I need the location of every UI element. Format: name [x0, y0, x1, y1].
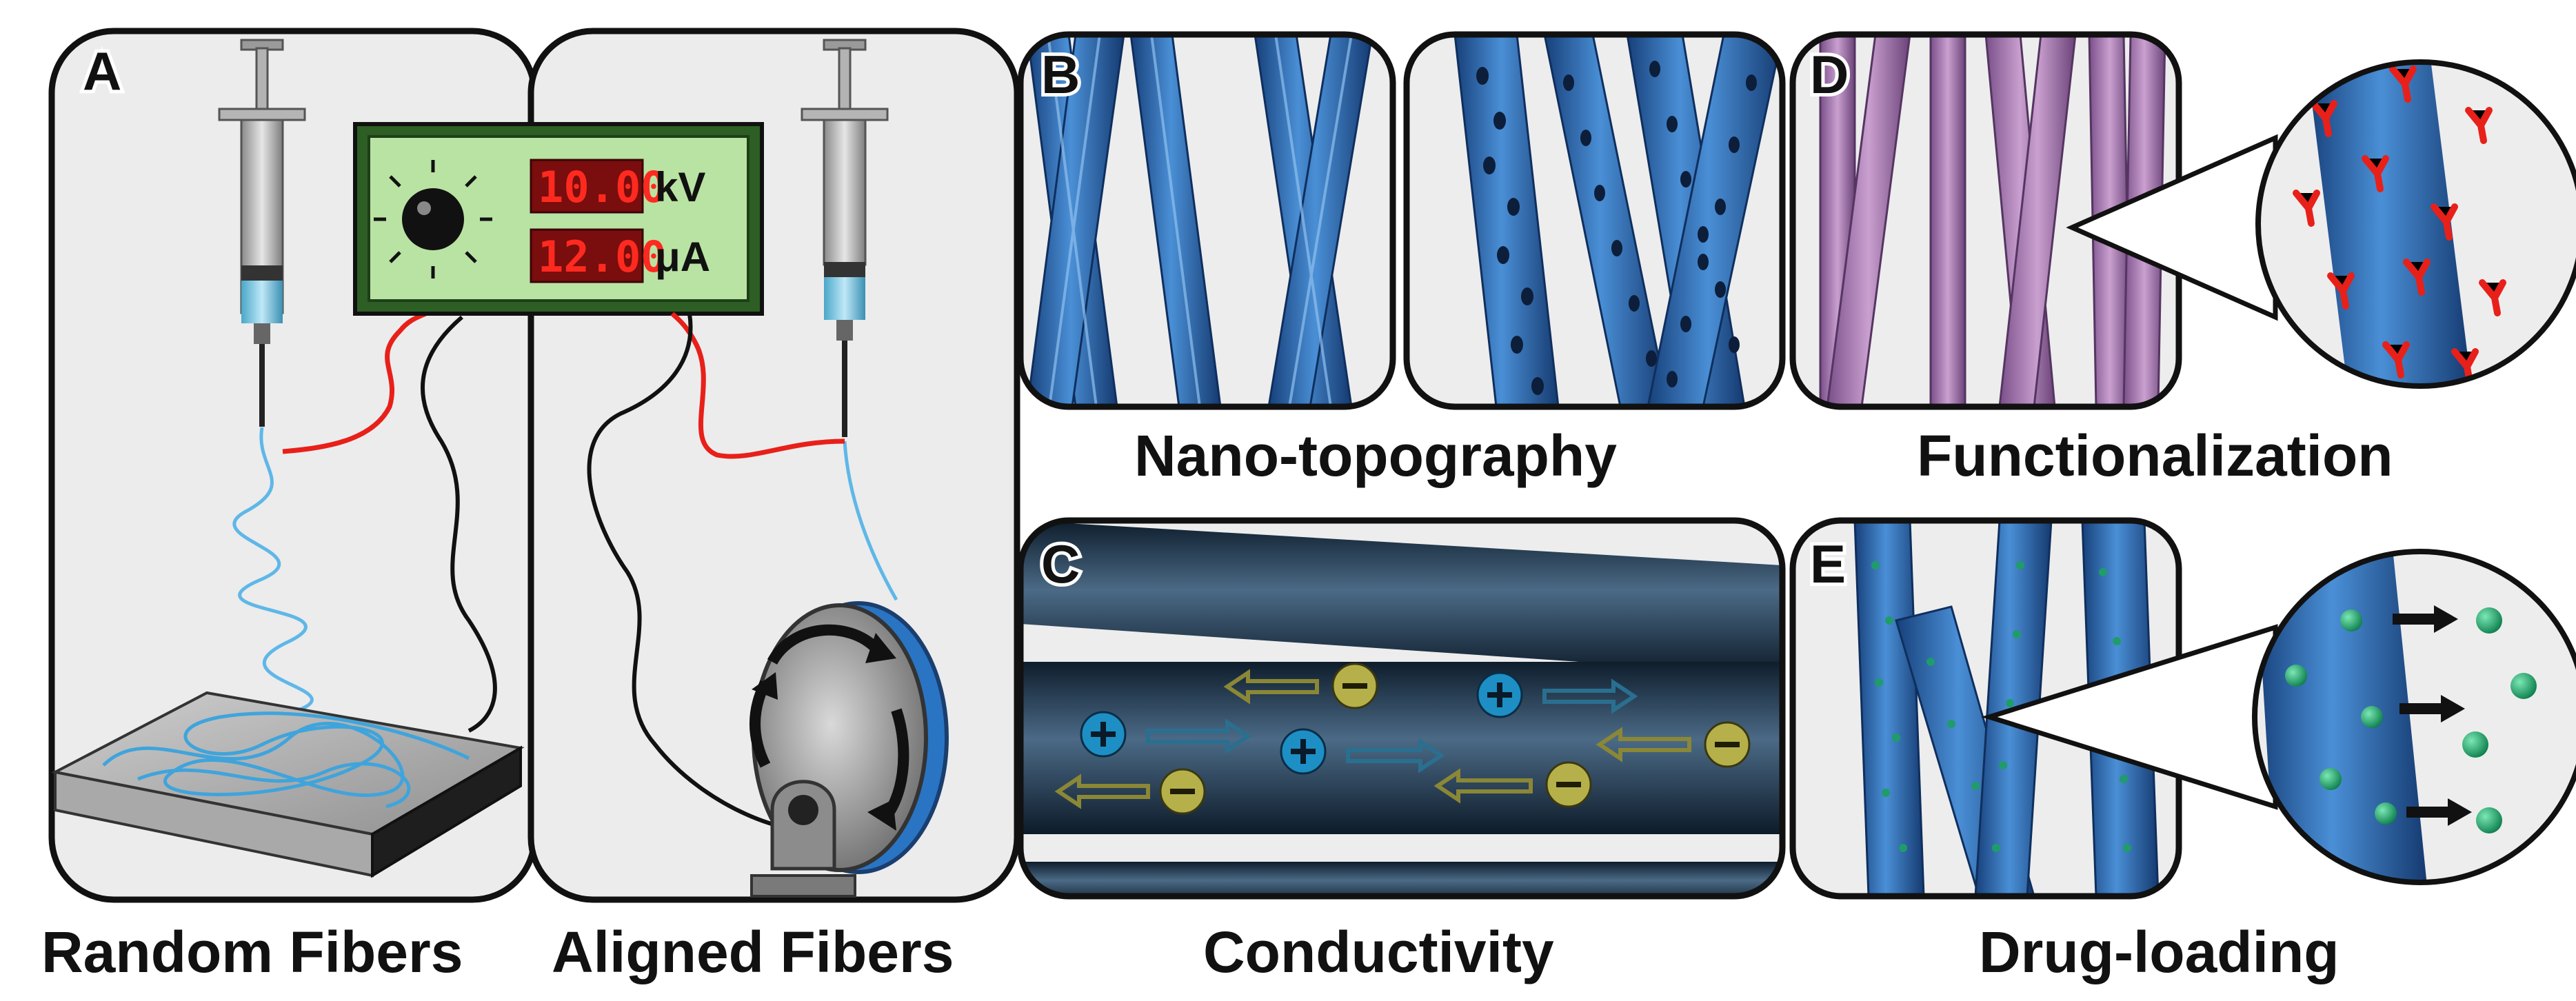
- caption-nano-topography: Nano-topography: [1134, 423, 1617, 488]
- syringe-icon: [801, 39, 889, 437]
- panel-letter-c: C: [1041, 534, 1080, 594]
- polymer-jet: [843, 441, 898, 601]
- voltage-display: [530, 159, 644, 214]
- red-wire-left: [282, 301, 443, 454]
- porous-fibers: [1407, 34, 1782, 407]
- voltage-unit: kV: [655, 164, 705, 210]
- voltage-value: 10.00: [538, 162, 667, 212]
- caption-random-fibers: Random Fibers: [41, 920, 463, 984]
- random-fiber-mat: [102, 711, 470, 809]
- panel-c: C Conductivity: [1017, 517, 1786, 984]
- upper-fiber: [1020, 520, 1782, 676]
- panel-a: A: [41, 28, 1020, 984]
- panel-b: B Nano-topography: [1017, 31, 1786, 488]
- caption-conductivity: Conductivity: [1203, 920, 1554, 984]
- caption-aligned-fibers: Aligned Fibers: [552, 920, 954, 984]
- rotating-drum-icon: [749, 601, 949, 898]
- knob-icon: [374, 160, 492, 279]
- polymer-jet: [232, 427, 314, 719]
- syringe-icon: [218, 39, 306, 427]
- current-value: 12.00: [538, 232, 667, 282]
- black-wire-right: [587, 313, 829, 833]
- panel-letter-b: B: [1041, 44, 1080, 105]
- smooth-fibers: [1020, 34, 1393, 407]
- panel-d: D Functionalization: [1789, 31, 2576, 488]
- current-display: [530, 228, 644, 283]
- panel-letter-a: A: [83, 41, 121, 101]
- panel-e: E Drug-loading: [1789, 517, 2576, 984]
- zoomed-drug-fiber: [2255, 552, 2576, 882]
- caption-functionalization: Functionalization: [1917, 423, 2393, 488]
- current-unit: μA: [655, 234, 710, 280]
- caption-drug-loading: Drug-loading: [1979, 920, 2339, 984]
- panel-letter-d: D: [1810, 44, 1849, 105]
- antibody-icon: [2293, 65, 2506, 385]
- collector-plate: [51, 691, 525, 878]
- power-supply: 10.00 kV 12.00 μA: [353, 122, 764, 316]
- black-wire-left: [421, 315, 497, 733]
- panel-letter-e: E: [1810, 534, 1846, 594]
- zoomed-functionalized-fiber: [2258, 62, 2576, 386]
